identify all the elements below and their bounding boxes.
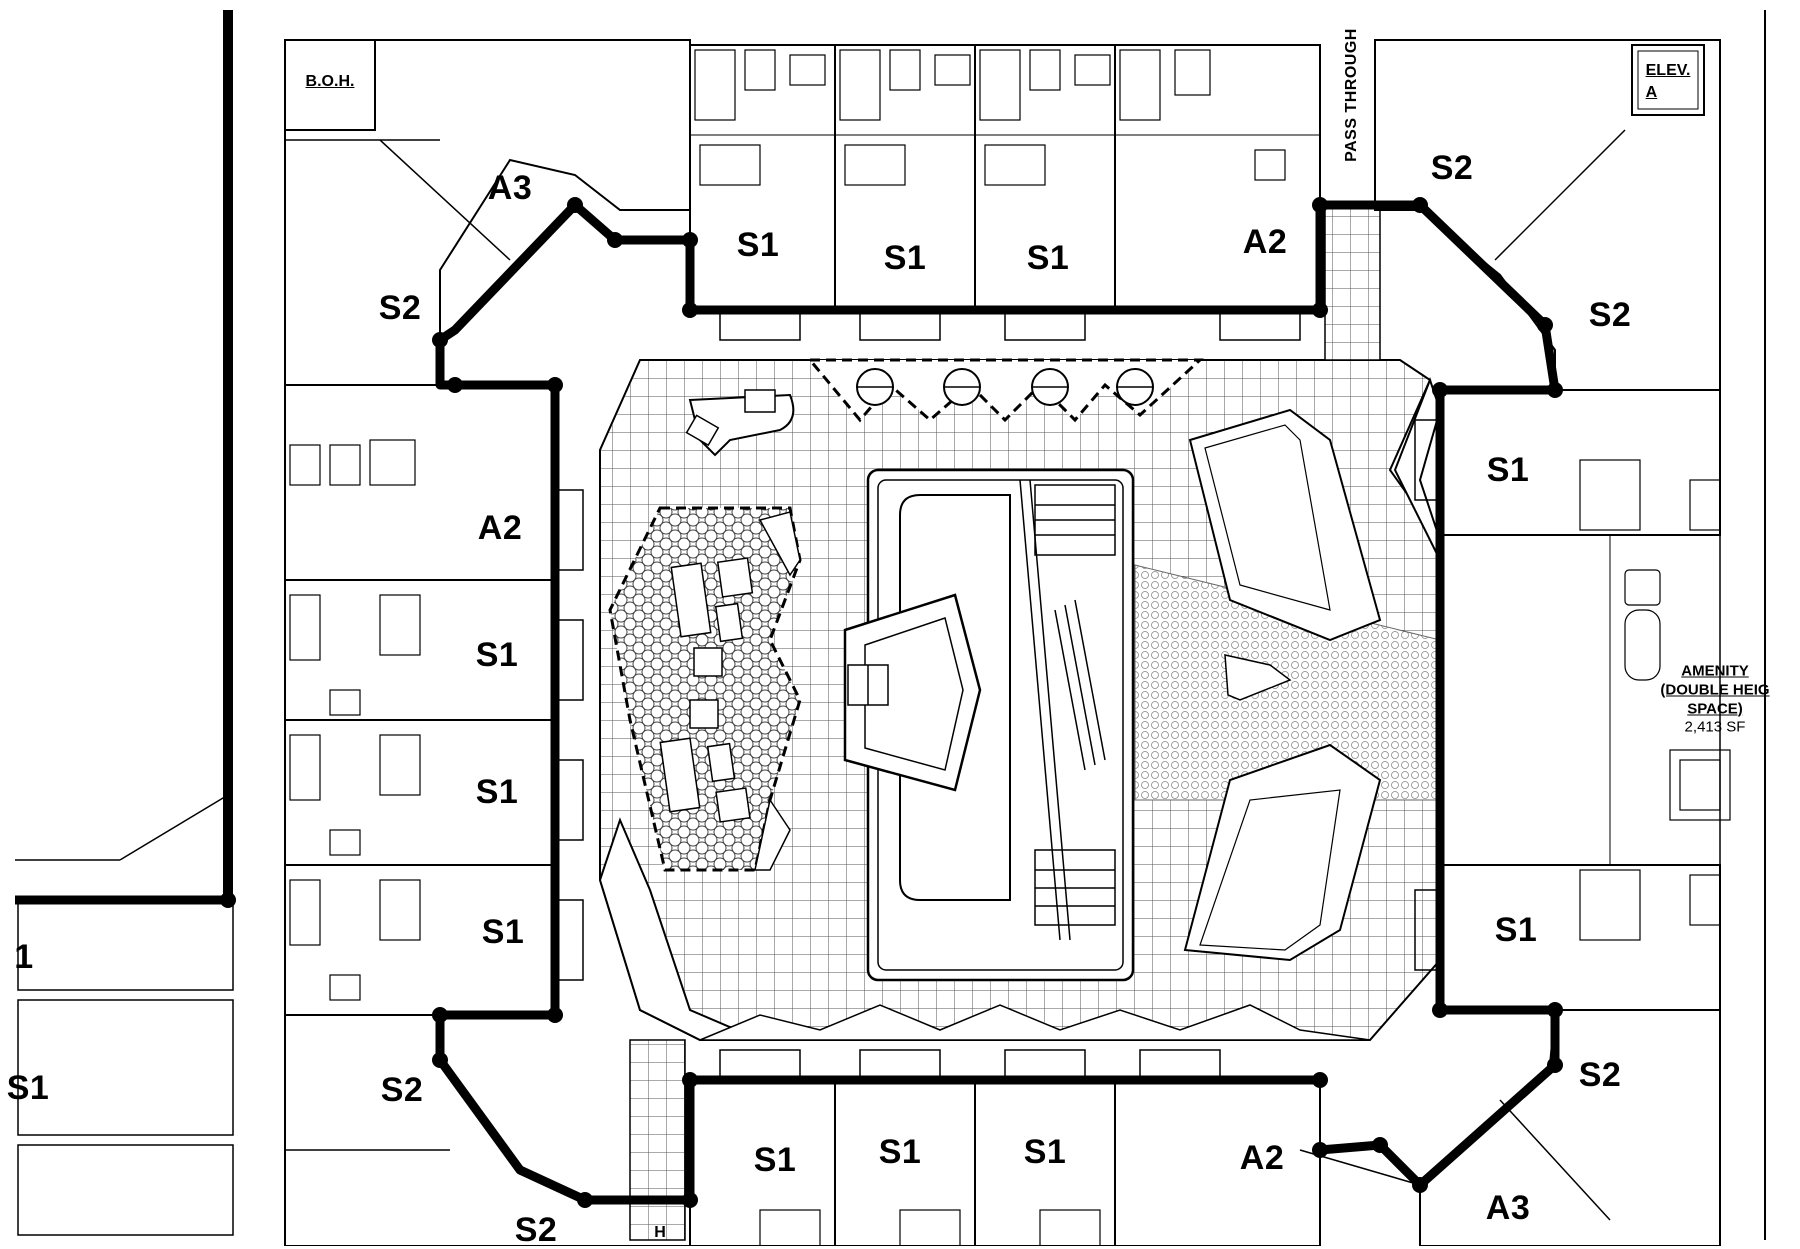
bottom-cut-label: H xyxy=(654,1224,666,1241)
unit-label-right-s1-bottom: S1 xyxy=(1494,911,1538,949)
unit-label-bottom-a2: A2 xyxy=(1239,1139,1285,1177)
elevator-label: ELEV. A xyxy=(1646,63,1691,101)
bar-seating xyxy=(806,358,1204,423)
cabanas xyxy=(1183,408,1382,962)
unit-label-left-s1-2: S1 xyxy=(475,773,519,811)
unit-label-top-s1-1: S1 xyxy=(736,226,780,264)
unit-label-bottom-s1-3: S1 xyxy=(1023,1133,1067,1171)
unit-label-bottom-left-s2-cut: S2 xyxy=(514,1211,558,1249)
amenity-line3: SPACE) xyxy=(1687,700,1743,717)
unit-label-bottom-left-s2: S2 xyxy=(380,1071,424,1109)
unit-label-top-left-s2: S2 xyxy=(378,289,422,327)
elevator-label-line1: ELEV. xyxy=(1645,62,1691,79)
outdoor-kitchen xyxy=(685,389,795,457)
unit-fixtures xyxy=(289,49,1731,1246)
unit-label-far-left-cut-2: S1 xyxy=(6,1069,50,1107)
unit-label-top-right-s2-b: S2 xyxy=(1588,296,1632,334)
unit-label-bottom-s1-2: S1 xyxy=(878,1133,922,1171)
fire-lounge xyxy=(608,506,802,872)
unit-label-bottom-right-a3: A3 xyxy=(1485,1189,1531,1227)
amenity-label: AMENITY (DOUBLE HEIG SPACE) 2,413 SF xyxy=(1660,663,1769,738)
unit-label-top-left-a3: A3 xyxy=(487,169,533,207)
unit-label-top-s1-3: S1 xyxy=(1026,239,1070,277)
elevator-label-line2: A xyxy=(1645,84,1658,101)
unit-label-left-a2: A2 xyxy=(477,509,523,547)
pass-through-label: PASS THROUGH xyxy=(1343,28,1360,162)
amenity-area: 2,413 SF xyxy=(1684,718,1746,736)
amenity-line1: AMENITY xyxy=(1681,662,1749,680)
unit-label-top-a2: A2 xyxy=(1242,223,1288,261)
unit-label-bottom-right-s2: S2 xyxy=(1578,1056,1622,1094)
walkways xyxy=(598,377,1442,1041)
unit-label-left-s1-1: S1 xyxy=(475,636,519,674)
demising-nodes xyxy=(220,197,1563,1208)
amenity-line2: (DOUBLE HEIG xyxy=(1660,681,1770,699)
unit-label-right-s1-top: S1 xyxy=(1486,451,1530,489)
unit-label-top-s1-2: S1 xyxy=(883,239,927,277)
unit-label-bottom-s1-1: S1 xyxy=(753,1141,797,1179)
unit-label-top-right-s2-a: S2 xyxy=(1430,149,1474,187)
spa xyxy=(843,593,982,792)
unit-label-left-s1-3: S1 xyxy=(481,913,525,951)
boh-label: B.O.H. xyxy=(305,73,355,90)
unit-label-far-left-cut-1: 1 xyxy=(14,938,34,976)
